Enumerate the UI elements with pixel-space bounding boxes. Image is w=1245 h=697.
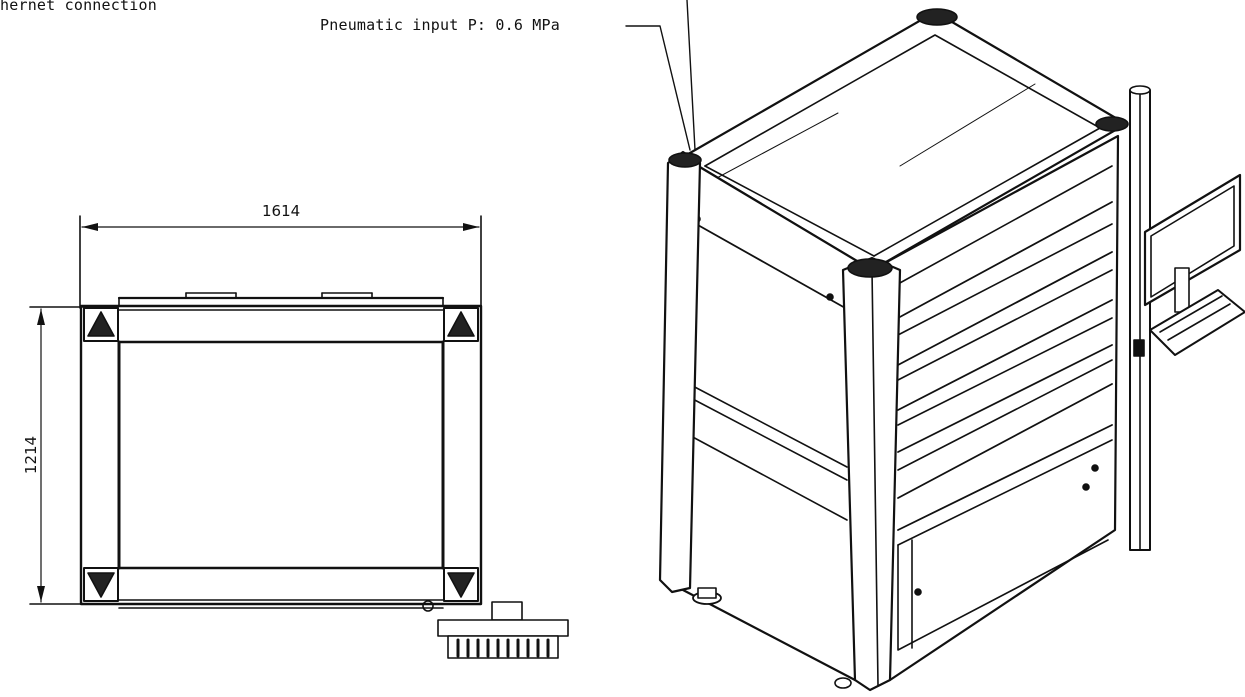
isometric-view <box>625 0 1245 692</box>
keyboard <box>1149 289 1245 356</box>
pneumatic-leader <box>625 25 691 151</box>
width-label: 1614 <box>262 202 301 220</box>
keyboard-tray <box>422 600 569 659</box>
depth-label: 1214 <box>22 435 41 475</box>
corner-post <box>83 307 119 342</box>
top-view <box>29 215 569 659</box>
corner-post <box>443 307 479 342</box>
monitor-column <box>1129 85 1151 551</box>
top-panel <box>117 340 445 570</box>
corner-post <box>443 567 479 602</box>
rear-corner-cap <box>916 8 958 26</box>
width-dimension <box>79 215 482 309</box>
ethernet-callout: hernet connection <box>0 0 157 14</box>
depth-dimension <box>29 306 119 605</box>
rear-post <box>658 150 702 594</box>
front-post <box>841 256 902 692</box>
monitor <box>1143 173 1242 313</box>
corner-post <box>83 567 119 602</box>
ethernet-leader <box>686 0 696 151</box>
pneumatic-callout: Pneumatic input P: 0.6 MPa <box>320 16 560 34</box>
frame-outline <box>79 304 483 606</box>
